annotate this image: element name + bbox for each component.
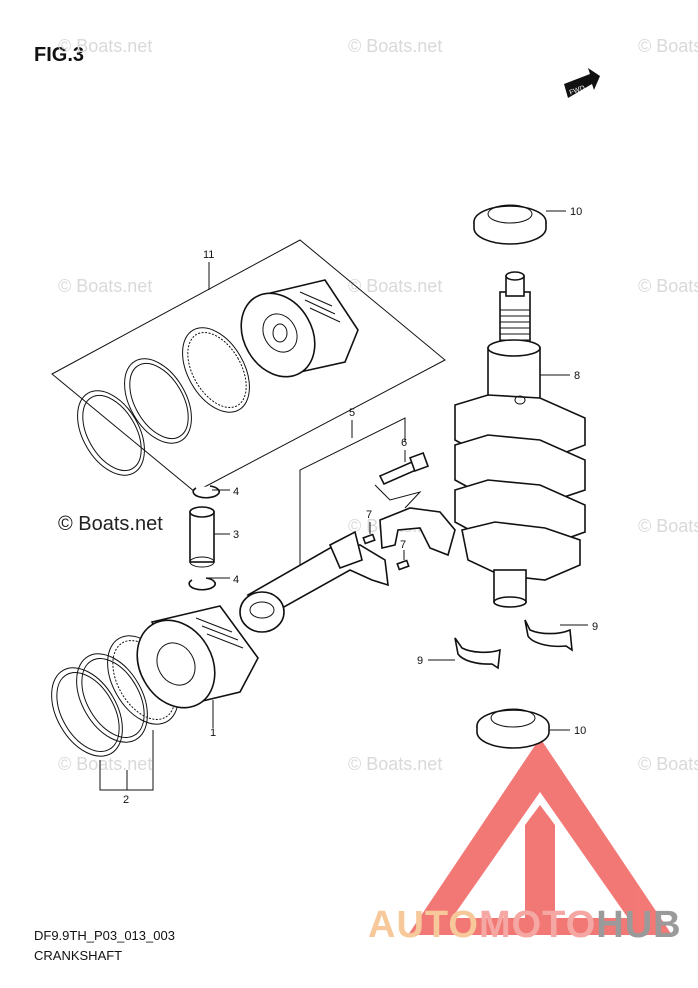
piston-upper xyxy=(240,279,359,378)
figure-name: CRANKSHAFT xyxy=(34,948,123,963)
circlip-upper xyxy=(192,485,220,499)
watermark: © Boats.net xyxy=(348,754,443,774)
dowel-pin-b xyxy=(396,559,410,571)
callout-9b: 9 xyxy=(417,655,423,667)
figure-code: DF9.9TH_P03_013_003 xyxy=(34,928,175,943)
bearing-b xyxy=(454,637,501,670)
dowel-pin-a xyxy=(362,533,376,545)
callout-4b: 4 xyxy=(233,574,239,586)
rod-cap xyxy=(379,507,456,557)
callout-1: 1 xyxy=(210,727,216,739)
watermark: © Boats.net xyxy=(348,276,443,296)
crankshaft xyxy=(454,271,586,608)
rod-bolt xyxy=(378,452,429,486)
group-box-5 xyxy=(299,417,422,574)
watermark: © Boats.net xyxy=(348,36,443,56)
piston-rings-set-a xyxy=(77,327,250,476)
brand-triangle-logo xyxy=(408,738,672,935)
callout-5: 5 xyxy=(349,407,355,419)
callout-7a: 7 xyxy=(366,509,372,521)
fwd-arrow-icon: FWD xyxy=(564,68,600,98)
bearing-a xyxy=(524,619,573,652)
callout-9a: 9 xyxy=(592,621,598,633)
watermark: © Boats.net xyxy=(638,754,698,774)
watermark: © Boats.net xyxy=(638,36,698,56)
callout-8: 8 xyxy=(574,370,580,382)
callout-4a: 4 xyxy=(233,486,239,498)
callout-2: 2 xyxy=(123,794,129,806)
callout-11: 11 xyxy=(203,249,214,261)
watermark: © Boats.net xyxy=(638,276,698,296)
piston-lower xyxy=(136,605,259,728)
watermark: © Boats.net xyxy=(638,516,698,536)
brand-wordmark: AUTOMOTOHUB xyxy=(368,904,682,947)
brand-part-2: MOTO xyxy=(478,904,597,946)
brand-part-3: HUB xyxy=(596,904,682,946)
callout-10b: 10 xyxy=(574,725,586,737)
callout-7b: 7 xyxy=(400,539,406,551)
piston-pin xyxy=(189,506,215,568)
watermark: © Boats.net xyxy=(58,754,153,774)
oil-seal-lower xyxy=(476,708,550,749)
oil-seal-upper xyxy=(473,204,547,245)
watermark: © Boats.net xyxy=(58,276,153,296)
figure-title: FIG.3 xyxy=(34,44,85,66)
watermark: © Boats.net xyxy=(58,36,153,56)
circlip-lower xyxy=(188,577,216,591)
group-box-11 xyxy=(51,239,446,493)
connecting-rod xyxy=(239,530,389,633)
leader-lines xyxy=(208,210,588,731)
callout-6: 6 xyxy=(401,437,407,449)
callout-10a: 10 xyxy=(570,206,582,218)
watermark-main: © Boats.net xyxy=(58,513,163,535)
brand-part-1: AUTO xyxy=(368,904,479,946)
callout-3: 3 xyxy=(233,529,239,541)
